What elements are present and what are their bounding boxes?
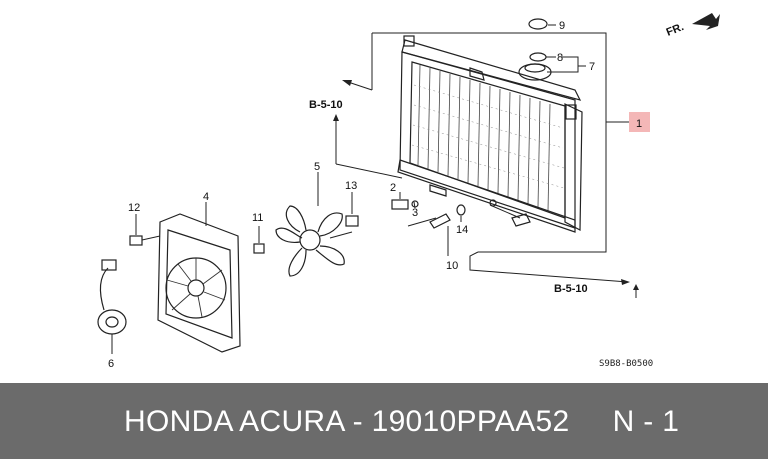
callout-12: 12: [128, 202, 140, 214]
radiator-mount-pin: [403, 35, 415, 47]
o-ring-14: [456, 204, 466, 216]
selected-part-highlight: [629, 112, 650, 132]
callout-13: 13: [345, 180, 357, 192]
radiator-exploded-view: FR.: [97, 13, 720, 370]
front-marker-label: FR.: [665, 21, 686, 39]
parts-diagram: FR.: [97, 13, 720, 370]
callout-10: 10: [446, 260, 458, 272]
cap-gasket-9: [528, 18, 548, 30]
ref-label-bottom: B-5-10: [554, 283, 588, 295]
part-number-caption: HONDA ACURA - 19010PPAA52 N - 1: [124, 405, 680, 438]
temp-sensor-10: [429, 213, 451, 229]
callout-7: 7: [589, 61, 595, 73]
callout-3: 3: [412, 207, 418, 219]
bolt-12: [129, 214, 161, 246]
callout-9: 9: [559, 20, 565, 32]
drain-plug-2: [391, 199, 409, 210]
drain-bolt: [391, 184, 531, 256]
cooling-fan: [275, 172, 353, 277]
callout-11: 11: [252, 212, 263, 224]
radiator-cap: [518, 18, 586, 81]
fan-shroud: [157, 202, 241, 353]
callout-5: 5: [314, 161, 320, 173]
radiator: [397, 35, 583, 233]
ref-label-top: B-5-10: [309, 99, 343, 111]
bolt-11: [253, 226, 265, 254]
ref-arrow-top: B-5-10: [309, 80, 403, 179]
callout-2: 2: [390, 182, 396, 194]
bolt-13: [345, 192, 359, 227]
front-arrow-icon: FR.: [665, 13, 720, 39]
fan-motor: [97, 259, 127, 354]
callout-8: 8: [557, 52, 563, 64]
ref-arrow-bottom: B-5-10: [469, 251, 639, 298]
cap-seal-8: [529, 52, 547, 62]
radiator-frame: [371, 32, 630, 253]
motor-connector: [101, 259, 117, 271]
footer-bar: [0, 383, 768, 459]
callout-6: 6: [108, 358, 114, 370]
callout-1: 1: [636, 118, 642, 130]
drawing-code: S9B8-B0500: [599, 359, 653, 369]
callout-14: 14: [456, 224, 468, 236]
callout-4: 4: [203, 191, 209, 203]
